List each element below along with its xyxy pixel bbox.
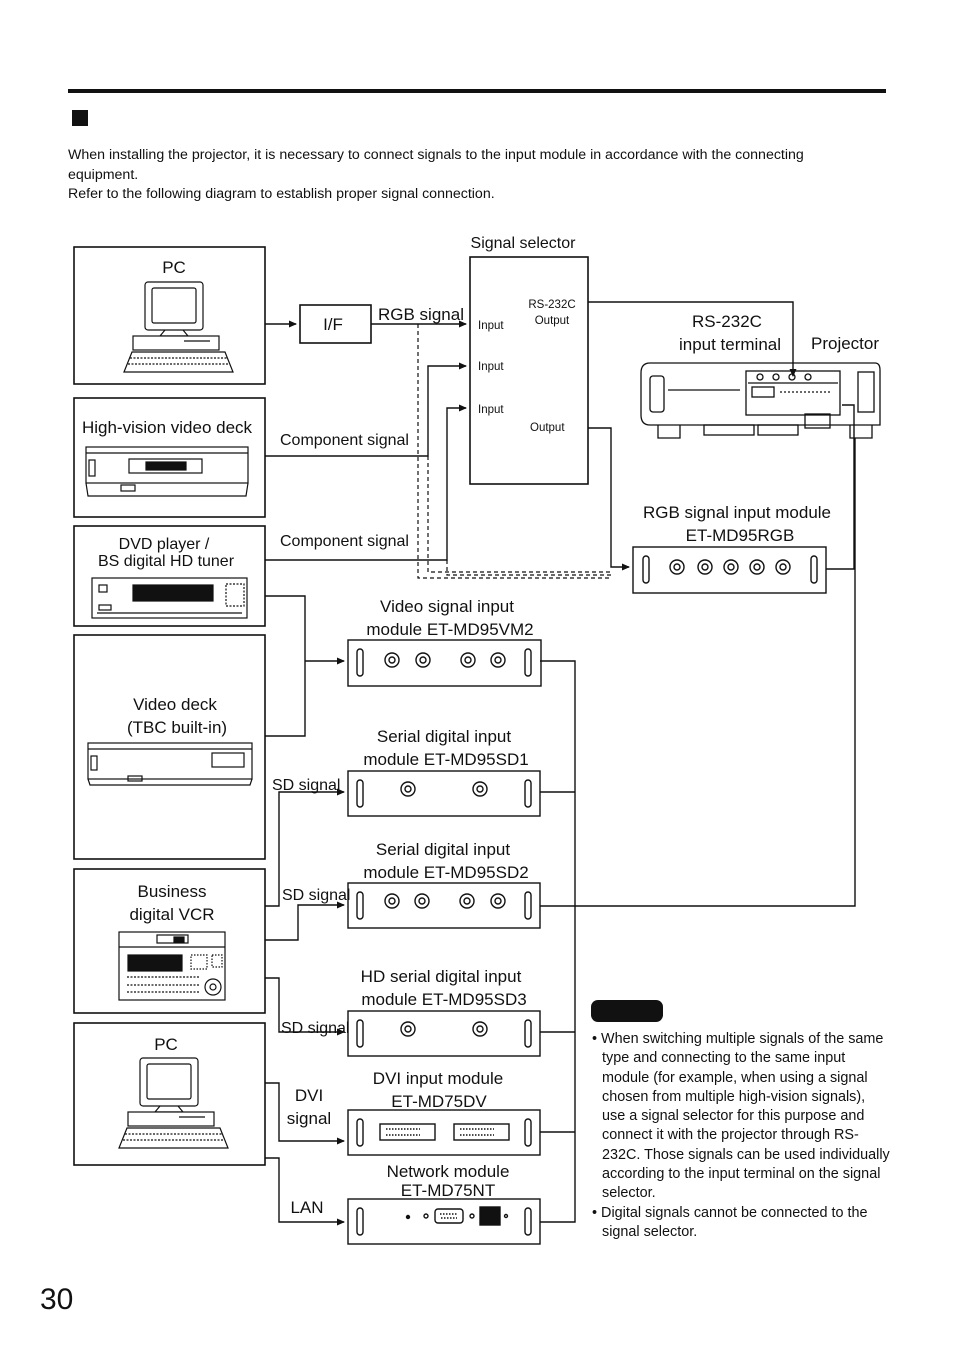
business-vcr-label-2: digital VCR bbox=[129, 905, 214, 924]
rgb-to-projector-line bbox=[826, 404, 855, 570]
rs232c-control-line bbox=[588, 301, 797, 377]
to-sd1-module-line bbox=[265, 788, 345, 907]
selector-to-rgb-module-line bbox=[588, 427, 630, 571]
sd-signal-label-3: SD signal bbox=[281, 1020, 349, 1037]
hd-deck-box bbox=[73, 397, 266, 518]
nt-module-title-2: ET-MD75NT bbox=[401, 1181, 495, 1200]
sd-signal-label-2: SD signal bbox=[282, 887, 350, 904]
dvi-input-module bbox=[347, 1109, 541, 1156]
to-network-module-line bbox=[265, 1157, 345, 1226]
rs232c-terminal-label-2: input terminal bbox=[679, 335, 781, 354]
note-item-1: When switching multiple signals of the s… bbox=[592, 1030, 892, 1204]
notes-list: When switching multiple signals of the s… bbox=[592, 1030, 892, 1242]
hd-deck-to-selector-line bbox=[265, 362, 467, 457]
sd3-module-title-1: HD serial digital input bbox=[361, 967, 522, 986]
projector-label: Projector bbox=[811, 334, 879, 353]
nt-module-title-1: Network module bbox=[387, 1162, 510, 1181]
component-bypass-dashed-line-2 bbox=[446, 560, 611, 576]
video-deck-label-2: (TBC built-in) bbox=[127, 718, 227, 737]
component-signal-label-2: Component signal bbox=[280, 533, 409, 550]
selector-input-3: Input bbox=[478, 404, 504, 416]
rgb-module-title-1: RGB signal input module bbox=[643, 503, 831, 522]
sd2-to-projector-line bbox=[540, 438, 856, 907]
signal-selector-title: Signal selector bbox=[471, 235, 577, 252]
dvd-player-icon bbox=[91, 577, 248, 619]
rgb-signal-label: RGB signal bbox=[378, 305, 464, 324]
sd-signal-label-1: SD signal bbox=[272, 777, 340, 794]
lan-label: LAN bbox=[290, 1198, 323, 1217]
pc-bottom-label: PC bbox=[154, 1035, 178, 1054]
rgb-input-module bbox=[632, 546, 827, 594]
network-module bbox=[347, 1198, 541, 1245]
rgb-module-title-2: ET-MD95RGB bbox=[686, 526, 795, 545]
intro-line-1: When installing the projector, it is nec… bbox=[68, 147, 804, 183]
intro-text: When installing the projector, it is nec… bbox=[68, 146, 858, 205]
module-bus-line bbox=[540, 660, 576, 1223]
sd2-input-module bbox=[347, 882, 541, 929]
video-input-module bbox=[347, 639, 542, 687]
sd3-input-module bbox=[347, 1010, 541, 1057]
pc-bottom-box bbox=[73, 1022, 266, 1166]
vm2-module-title-1: Video signal input bbox=[380, 597, 514, 616]
sd3-module-title-2: module ET-MD95SD3 bbox=[361, 990, 526, 1009]
section-square-icon bbox=[72, 110, 88, 126]
business-vcr-icon bbox=[118, 931, 226, 1001]
dvi-module-title-2: ET-MD75DV bbox=[391, 1092, 487, 1111]
header-rule bbox=[68, 89, 886, 93]
to-sd3-module-line bbox=[265, 977, 345, 1036]
pc-computer-icon bbox=[118, 1057, 229, 1149]
dvd-label-2: BS digital HD tuner bbox=[98, 553, 235, 570]
selector-input-1: Input bbox=[478, 320, 504, 332]
dvd-video-deck-link-line bbox=[265, 595, 306, 737]
sd1-input-module bbox=[347, 770, 541, 817]
dvd-label-1: DVD player / bbox=[119, 536, 210, 553]
rs232c-terminal-label-1: RS-232C bbox=[692, 312, 762, 331]
to-sd2-module-line bbox=[265, 901, 345, 941]
vm2-module-title-2: module ET-MD95VM2 bbox=[366, 620, 533, 639]
selector-input-2: Input bbox=[478, 361, 504, 373]
dvi-module-title-1: DVI input module bbox=[373, 1069, 503, 1088]
sd2-module-title-1: Serial digital input bbox=[376, 840, 510, 859]
sd1-module-title-1: Serial digital input bbox=[377, 727, 511, 746]
hd-deck-label: High-vision video deck bbox=[82, 418, 253, 437]
selector-output: Output bbox=[530, 422, 565, 434]
video-deck-label-1: Video deck bbox=[133, 695, 217, 714]
component-bypass-dashed-line-1 bbox=[427, 456, 611, 573]
dvd-to-selector-line bbox=[265, 404, 467, 561]
dvd-box bbox=[73, 525, 266, 627]
component-signal-label-1: Component signal bbox=[280, 432, 409, 449]
video-deck-box bbox=[73, 634, 266, 860]
pc-top-box bbox=[73, 246, 266, 385]
to-dvi-module-line bbox=[265, 1082, 345, 1145]
signal-selector-box bbox=[469, 256, 589, 485]
sd2-module-title-2: module ET-MD95SD2 bbox=[363, 863, 528, 882]
hd-video-deck-icon bbox=[85, 446, 249, 497]
video-deck-icon bbox=[87, 742, 253, 786]
selector-rs232c-label-1: RS-232C bbox=[528, 299, 575, 311]
rgb-bypass-dashed-line bbox=[417, 324, 611, 579]
sd1-module-title-2: module ET-MD95SD1 bbox=[363, 750, 528, 769]
intro-line-2: Refer to the following diagram to establ… bbox=[68, 186, 495, 202]
dvi-signal-label-1: DVI bbox=[295, 1086, 323, 1105]
business-vcr-box bbox=[73, 868, 266, 1014]
selector-rs232c-label-2: Output bbox=[535, 315, 570, 327]
page-number: 30 bbox=[40, 1283, 74, 1316]
note-badge bbox=[591, 1000, 663, 1022]
pc-top-label: PC bbox=[162, 258, 186, 277]
note-item-2: Digital signals cannot be connected to t… bbox=[592, 1204, 892, 1243]
business-vcr-label-1: Business bbox=[138, 882, 207, 901]
interface-label: I/F bbox=[323, 315, 343, 334]
projector-icon bbox=[640, 362, 881, 439]
dvi-signal-label-2: signal bbox=[287, 1109, 331, 1128]
pc-computer-icon bbox=[123, 281, 234, 373]
